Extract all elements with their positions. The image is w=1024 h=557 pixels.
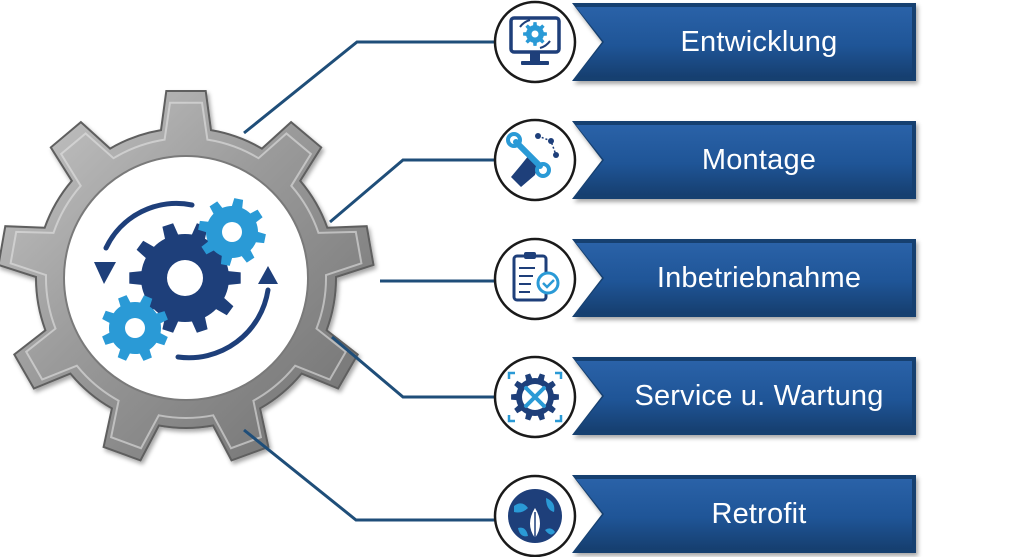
icon-circles (493, 0, 577, 557)
globe-leaf-icon (493, 474, 577, 557)
banner-3 (572, 357, 916, 435)
rotating-gears-icon (94, 198, 278, 361)
gear-tools-icon (493, 355, 577, 439)
banner-list (572, 3, 916, 553)
clipboard-check-icon (493, 237, 577, 321)
connector-retrofit (243, 428, 497, 522)
connector-entwicklung (243, 40, 497, 135)
hand-wrench-icon (493, 118, 577, 202)
connector-lines (243, 40, 497, 522)
banner-2 (572, 239, 916, 317)
banner-1 (572, 121, 916, 199)
banner-4 (572, 475, 916, 553)
monitor-gear-icon (493, 0, 577, 84)
connector-service (331, 335, 497, 399)
banner-0 (572, 3, 916, 81)
connector-montage (329, 158, 497, 224)
